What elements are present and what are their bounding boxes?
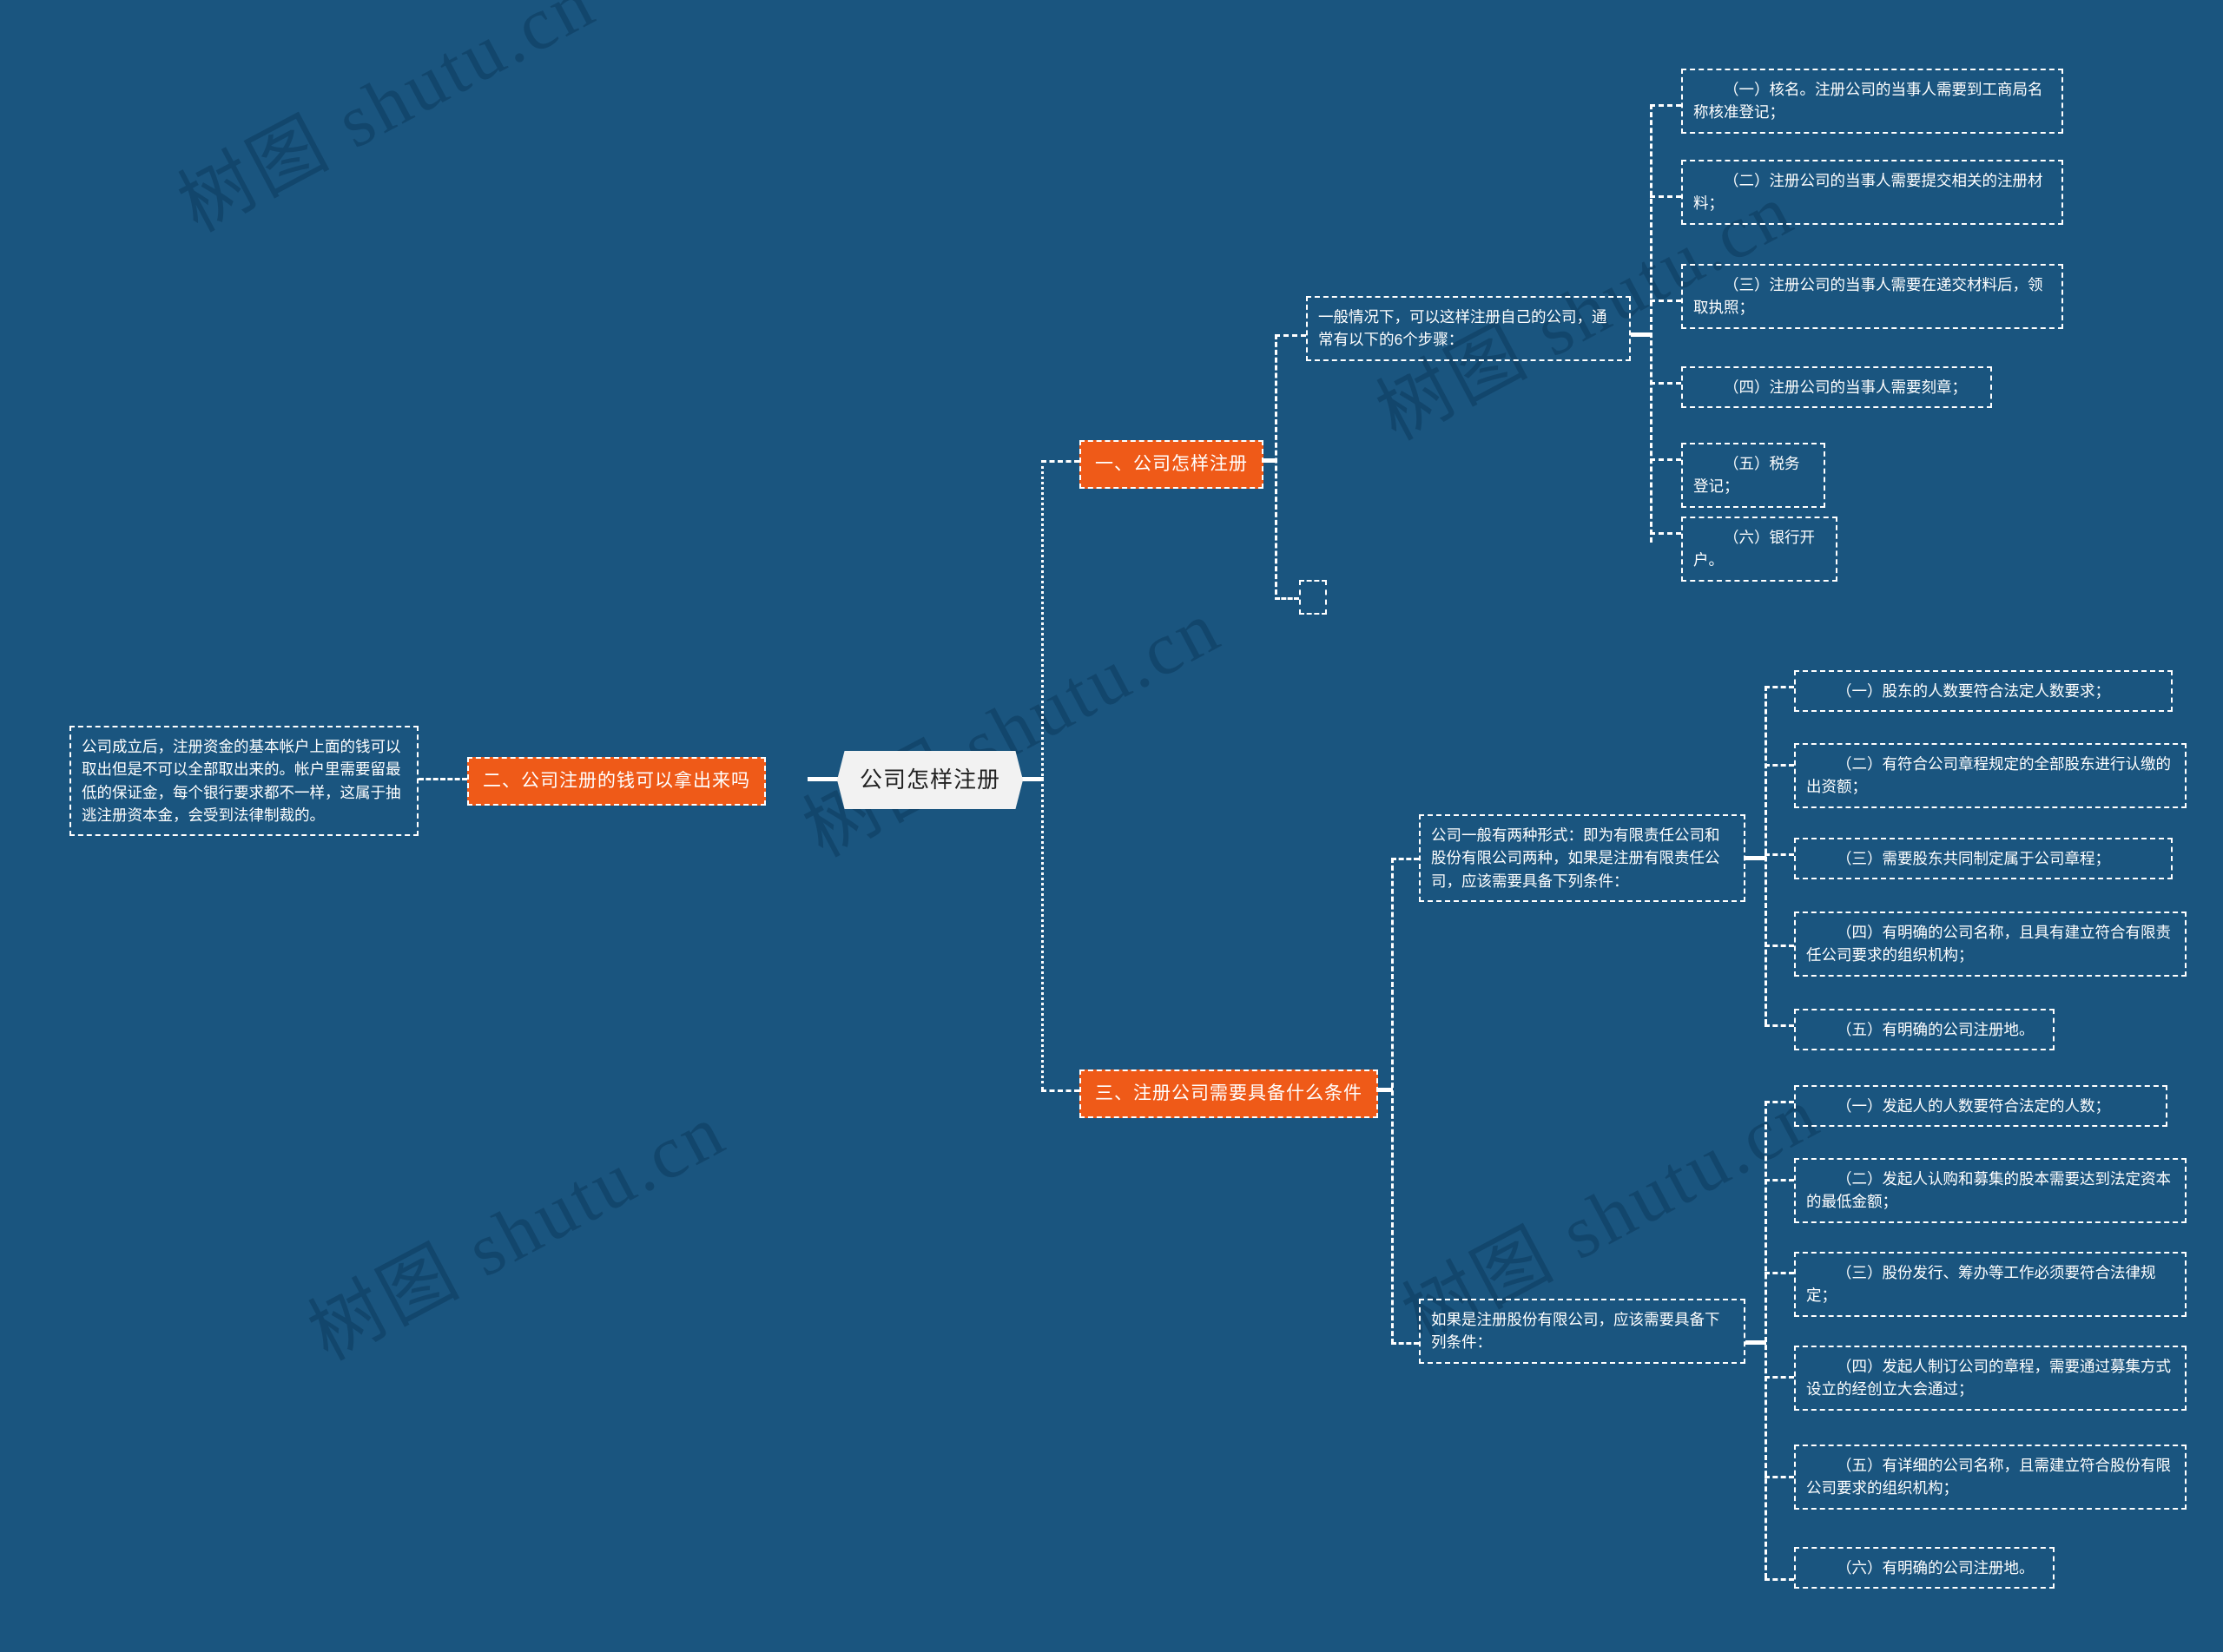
branch1-intro[interactable]: 一般情况下，可以这样注册自己的公司，通常有以下的6个步骤： — [1306, 296, 1631, 361]
connector-step-5 — [1650, 458, 1681, 461]
branch1-empty-placeholder[interactable] — [1299, 580, 1327, 615]
connector-spine-to-topic3 — [1041, 1089, 1079, 1092]
condition-item[interactable]: （三）股份发行、筹办等工作必须要符合法律规定； — [1794, 1252, 2187, 1317]
condition-item[interactable]: （四）发起人制订公司的章程，需要通过募集方式设立的经创立大会通过； — [1794, 1346, 2187, 1411]
connector-group1-spine — [1765, 686, 1767, 1024]
connector-topic1-to-intro — [1275, 334, 1306, 337]
step-item[interactable]: （二）注册公司的当事人需要提交相关的注册材料； — [1681, 160, 2063, 225]
connector-root-stub — [1007, 777, 1044, 781]
condition-item[interactable]: （四）有明确的公司名称，且具有建立符合有限责任公司要求的组织机构； — [1794, 912, 2187, 977]
connector-topic3-to-group1 — [1391, 858, 1419, 860]
connector-step-4 — [1650, 382, 1681, 385]
topic-node-3[interactable]: 三、注册公司需要具备什么条件 — [1079, 1070, 1378, 1118]
watermark: 树图 shutu.cn — [790, 584, 1234, 873]
connector-topic3-stub — [1370, 1088, 1393, 1092]
connector-g1-item5 — [1765, 1024, 1794, 1027]
connector-g1-item4 — [1765, 944, 1794, 947]
step-item[interactable]: （六）银行开户。 — [1681, 517, 1837, 582]
connector-topic3-to-group2 — [1391, 1342, 1419, 1345]
step-item[interactable]: （一）核名。注册公司的当事人需要到工商局名称核准登记； — [1681, 69, 2063, 134]
connector-g2-item4 — [1765, 1376, 1794, 1379]
connector-topic1-spine — [1275, 334, 1277, 595]
connector-g2-item6 — [1765, 1578, 1794, 1581]
connector-topic1-stub — [1252, 458, 1276, 463]
connector-g2-item5 — [1765, 1476, 1794, 1478]
condition-item[interactable]: （六）有明确的公司注册地。 — [1794, 1547, 2055, 1589]
condition-item[interactable]: （三）需要股东共同制定属于公司章程； — [1794, 838, 2173, 880]
connector-group1-stub — [1745, 856, 1766, 860]
connector-g2-item1 — [1765, 1101, 1794, 1103]
step-item[interactable]: （五）税务登记； — [1681, 443, 1825, 508]
connector-g1-item3 — [1765, 853, 1794, 856]
condition-item[interactable]: （一）股东的人数要符合法定人数要求； — [1794, 670, 2173, 713]
group2-intro[interactable]: 如果是注册股份有限公司，应该需要具备下列条件： — [1419, 1299, 1745, 1364]
connector-topic3-spine — [1391, 858, 1394, 1344]
connector-step-1 — [1650, 104, 1681, 107]
topic-node-2[interactable]: 二、公司注册的钱可以拿出来吗 — [467, 757, 766, 806]
branch2-note[interactable]: 公司成立后，注册资金的基本帐户上面的钱可以取出但是不可以全部取出来的。帐户里需要… — [69, 726, 419, 836]
group1-intro[interactable]: 公司一般有两种形式：即为有限责任公司和股份有限公司两种，如果是注册有限责任公司，… — [1419, 814, 1745, 902]
connector-g2-item3 — [1765, 1272, 1794, 1274]
condition-item[interactable]: （二）有符合公司章程规定的全部股东进行认缴的出资额； — [1794, 743, 2187, 808]
connector-group2-spine — [1765, 1101, 1767, 1578]
connector-step-2 — [1650, 195, 1681, 198]
connector-topic1-to-placeholder — [1275, 597, 1299, 600]
condition-item[interactable]: （五）有明确的公司注册地。 — [1794, 1009, 2055, 1051]
root-node[interactable]: 公司怎样注册 — [837, 751, 1024, 809]
connector-g1-item2 — [1765, 764, 1794, 767]
watermark: 树图 shutu.cn — [295, 1088, 739, 1377]
condition-item[interactable]: （二）发起人认购和募集的股本需要达到法定资本的最低金额； — [1794, 1158, 2187, 1223]
watermark: 树图 shutu.cn — [165, 0, 609, 248]
connector-g2-item2 — [1765, 1179, 1794, 1181]
connector-step-3 — [1650, 299, 1681, 302]
step-item[interactable]: （三）注册公司的当事人需要在递交材料后，领取执照； — [1681, 264, 2063, 329]
connector-g1-item1 — [1765, 686, 1794, 688]
topic-node-1[interactable]: 一、公司怎样注册 — [1079, 440, 1263, 489]
connector-intro1-stub — [1631, 332, 1652, 337]
connector-root-stub-left — [808, 777, 846, 781]
connector-spine-main — [1041, 460, 1044, 1089]
step-item[interactable]: （四）注册公司的当事人需要刻章； — [1681, 366, 1992, 409]
connector-spine-to-topic1 — [1041, 460, 1079, 463]
condition-item[interactable]: （五）有详细的公司名称，且需建立符合股份有限公司要求的组织机构； — [1794, 1445, 2187, 1510]
connector-group2-stub — [1745, 1340, 1766, 1345]
connector-step-6 — [1650, 532, 1681, 535]
connector-topic2-to-note — [419, 778, 467, 780]
condition-item[interactable]: （一）发起人的人数要符合法定的人数； — [1794, 1085, 2167, 1128]
connector-steps-spine — [1650, 104, 1652, 543]
